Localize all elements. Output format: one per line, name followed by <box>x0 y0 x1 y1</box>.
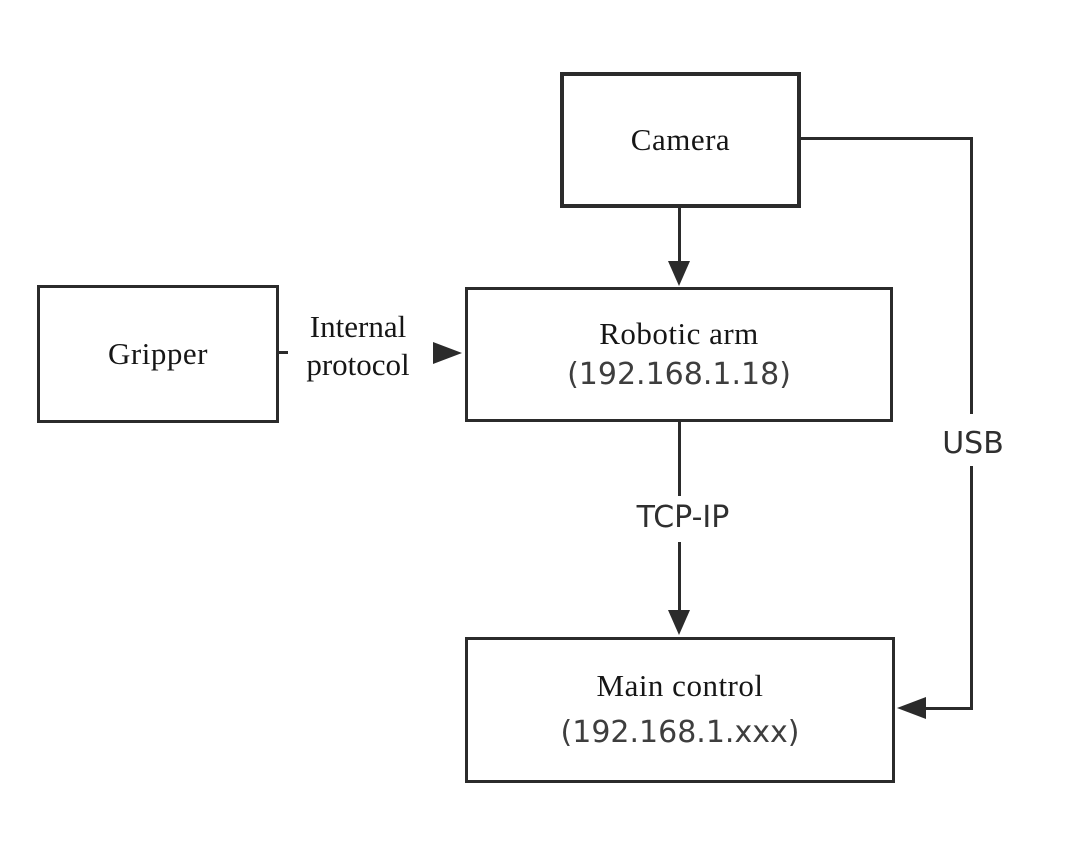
edge-camera-to-main-control-line-horizontal-top <box>800 137 973 140</box>
node-camera: Camera <box>560 72 801 208</box>
node-robotic-arm-address: (192.168.1.18) <box>567 356 791 392</box>
edge-robotic-arm-to-main-control-line-top <box>678 422 681 496</box>
edge-camera-to-main-control-line-vertical-top <box>970 137 973 414</box>
node-main-control-label: Main control <box>596 668 764 703</box>
node-robotic-arm: Robotic arm (192.168.1.18) <box>465 287 893 422</box>
edge-camera-to-main-control-line-vertical-bottom <box>970 466 973 710</box>
arrow-down-icon <box>668 610 690 635</box>
edge-camera-to-main-control-line-horizontal-bottom <box>922 707 973 710</box>
node-gripper: Gripper <box>37 285 279 423</box>
node-robotic-arm-label: Robotic arm <box>599 315 759 351</box>
edge-robotic-arm-to-main-control-line-bottom <box>678 542 681 610</box>
node-main-control: Main control (192.168.1.xxx) <box>465 637 895 783</box>
edge-label-usb: USB <box>938 424 1008 464</box>
arrow-down-icon <box>668 261 690 286</box>
edge-label-tcp-ip: TCP-IP <box>628 498 738 538</box>
node-camera-label: Camera <box>630 122 731 157</box>
edge-camera-to-robotic-arm-line <box>678 207 681 265</box>
edge-label-internal-protocol: Internal protocol <box>288 308 428 384</box>
arrow-right-icon <box>433 342 462 364</box>
node-main-control-address: (192.168.1.xxx) <box>560 715 800 750</box>
node-gripper-label: Gripper <box>108 336 208 371</box>
arrow-left-icon <box>897 697 926 719</box>
edge-gripper-to-robotic-arm-line <box>278 351 296 354</box>
